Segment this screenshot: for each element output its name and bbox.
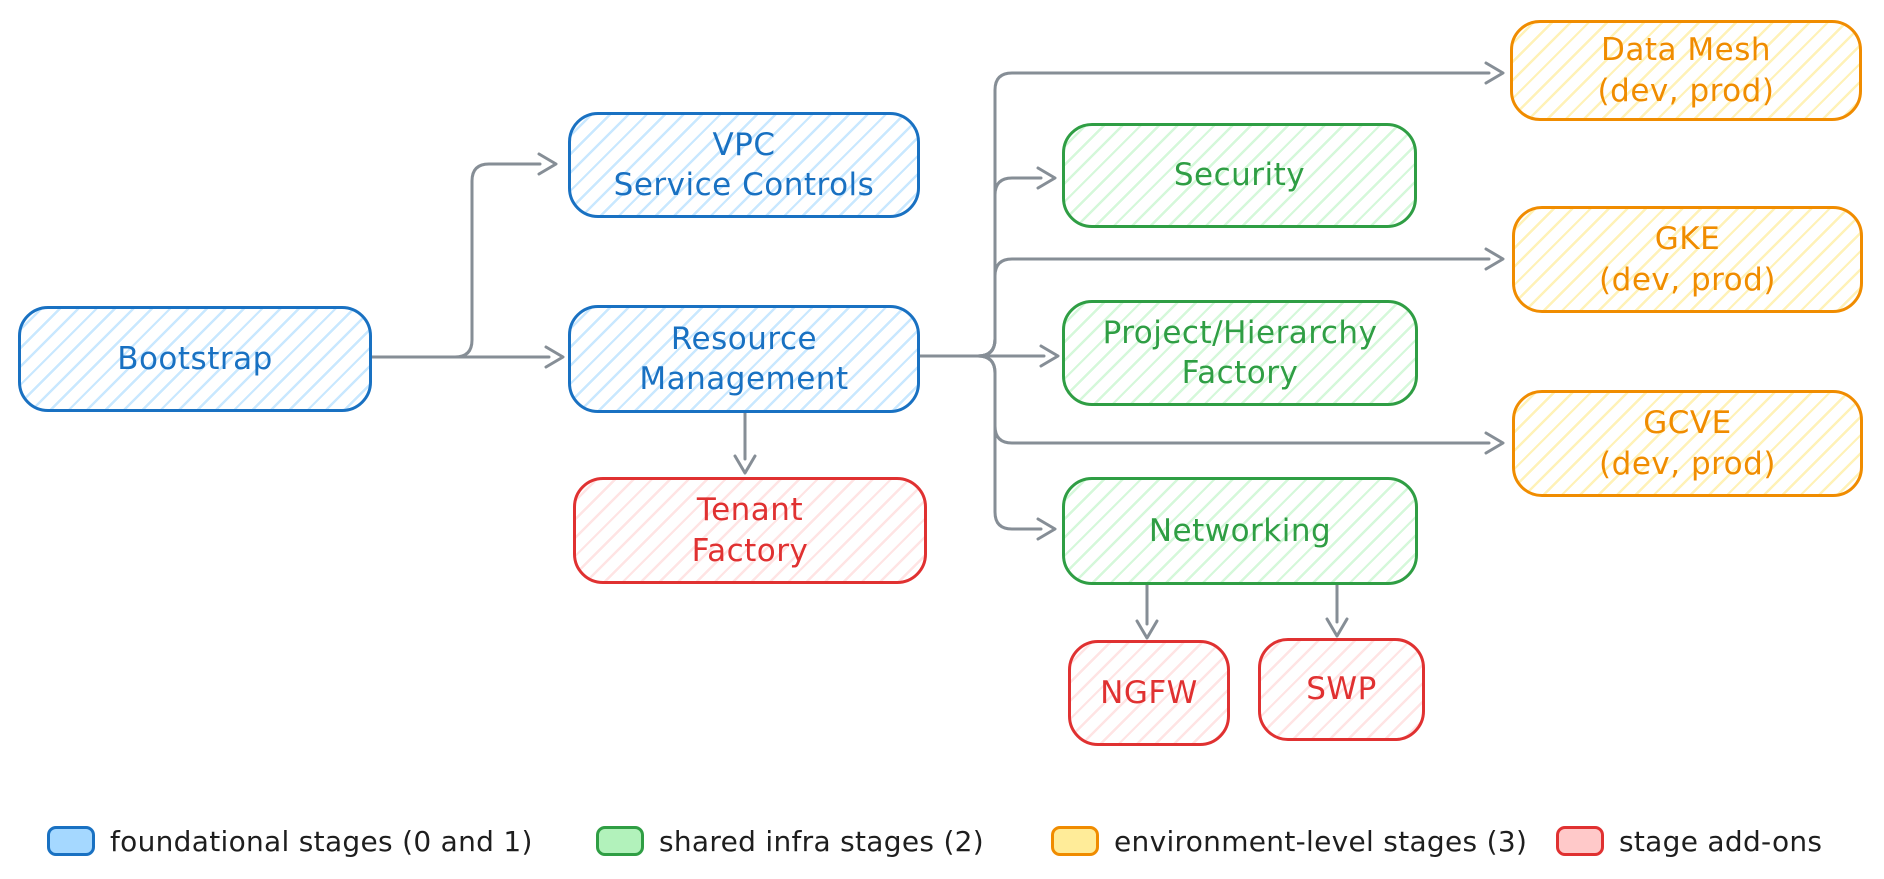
edge-networking-ngfw [1135,583,1159,640]
node-label: VPC [712,126,776,163]
node-label: (dev, prod) [1599,445,1776,482]
node-bootstrap: Bootstrap [18,306,372,412]
legend-swatch-orange [1051,826,1099,856]
legend-item-foundational-stages: foundational stages (0 and 1) [47,816,533,866]
node-security: Security [1062,123,1417,228]
node-label: Service Controls [613,167,875,203]
node-swp: SWP [1258,638,1425,741]
legend-label: shared infra stages (2) [659,824,985,858]
node-ngfw: NGFW [1068,640,1230,746]
node-label: Resource [670,320,818,357]
edge-resource-tenant [733,411,757,475]
node-label: Project/Hierarchy [1102,314,1378,351]
legend-item-stage-add-ons: stage add-ons [1556,816,1822,866]
node-networking: Networking [1062,477,1418,585]
node-label: Management [639,361,849,397]
legend-swatch-red [1556,826,1604,856]
legend-item-shared-infra-stages: shared infra stages (2) [596,816,984,866]
node-label: NGFW [1100,674,1198,711]
node-label: Security [1173,157,1306,194]
node-label: Factory [1181,355,1299,391]
edge-bootstrap-vpc [370,152,558,359]
node-label: (dev, prod) [1599,261,1776,298]
node-label: GCVE [1643,405,1732,442]
node-tenant-factory: Tenant Factory [573,477,927,584]
node-data-mesh: Data Mesh (dev, prod) [1510,20,1862,121]
legend-label: environment-level stages (3) [1114,824,1528,858]
node-resource-management: Resource Management [568,305,920,413]
node-label: Tenant [696,492,804,529]
edge-resource-networking [918,354,1057,541]
edge-resource-security [918,166,1057,358]
legend-item-environment-level-stages: environment-level stages (3) [1051,816,1527,866]
node-label: Factory [691,532,809,569]
node-gcve: GCVE (dev, prod) [1512,390,1863,497]
legend-label: foundational stages (0 and 1) [110,824,533,858]
node-vpc-service-controls: VPC Service Controls [568,112,920,218]
node-label: Data Mesh [1601,32,1771,69]
edge-resource-gke [918,247,1505,358]
node-label: (dev, prod) [1597,72,1775,109]
edge-networking-swp [1325,583,1349,638]
legend-swatch-blue [47,826,95,856]
node-project-hierarchy-factory: Project/Hierarchy Factory [1062,300,1418,406]
node-label: SWP [1306,671,1377,708]
legend-label: stage add-ons [1619,824,1823,858]
node-label: Bootstrap [117,340,273,377]
legend-swatch-green [596,826,644,856]
node-label: GKE [1654,221,1721,258]
node-label: Networking [1148,512,1332,549]
node-gke: GKE (dev, prod) [1512,206,1863,313]
